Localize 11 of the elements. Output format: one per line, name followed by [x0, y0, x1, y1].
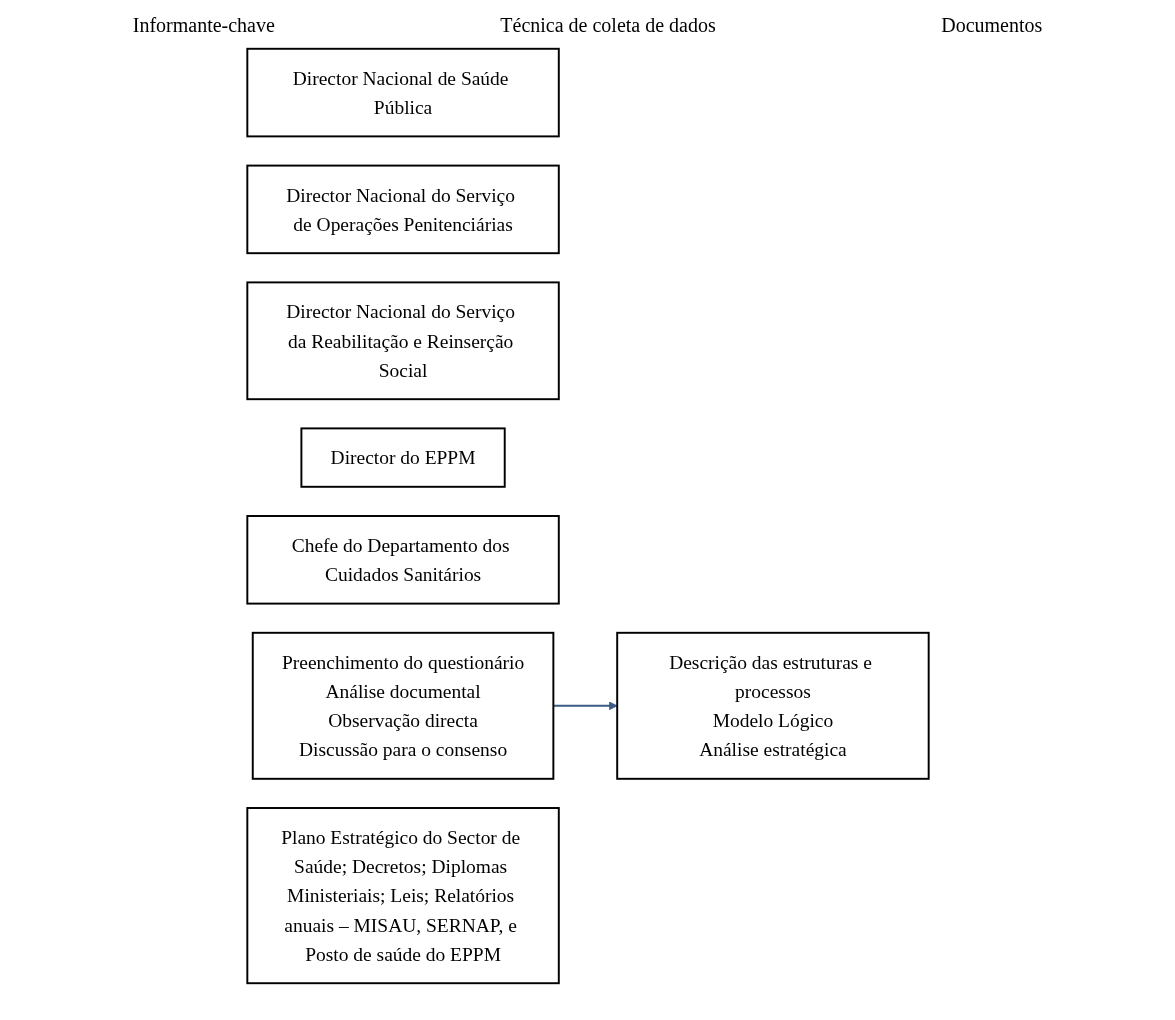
column-heading: Técnica de coleta de dados [500, 14, 716, 37]
column-heading: Documentos [941, 14, 1043, 37]
column-heading: Informante-chave [132, 14, 275, 37]
node-box: Chefe do Departamento dos Cuidados Sanitários [245, 515, 560, 605]
node-box: Director do EPPM [299, 427, 506, 488]
node-box: Preenchimento do questionário Análise documental Observação directa Discussão para o consenso [251, 631, 554, 780]
node-box: Director Nacional do Serviço da Reabilitação e Reinserção Social [245, 281, 560, 401]
node-box: Descrição das estruturas e processos Modelo Lógico Análise estratégica [615, 631, 930, 780]
node-box: Director Nacional de Saúde Pública [245, 47, 560, 138]
node-box: Plano Estratégico do Sector de Saúde; Decretos; Diplomas Ministeriais; Leis; Relatórios anuais – MISAU, SERNAP, e Posto de saúde do EPPM [245, 807, 560, 985]
node-box: Director Nacional do Serviço de Operações Penitenciárias [245, 164, 560, 255]
